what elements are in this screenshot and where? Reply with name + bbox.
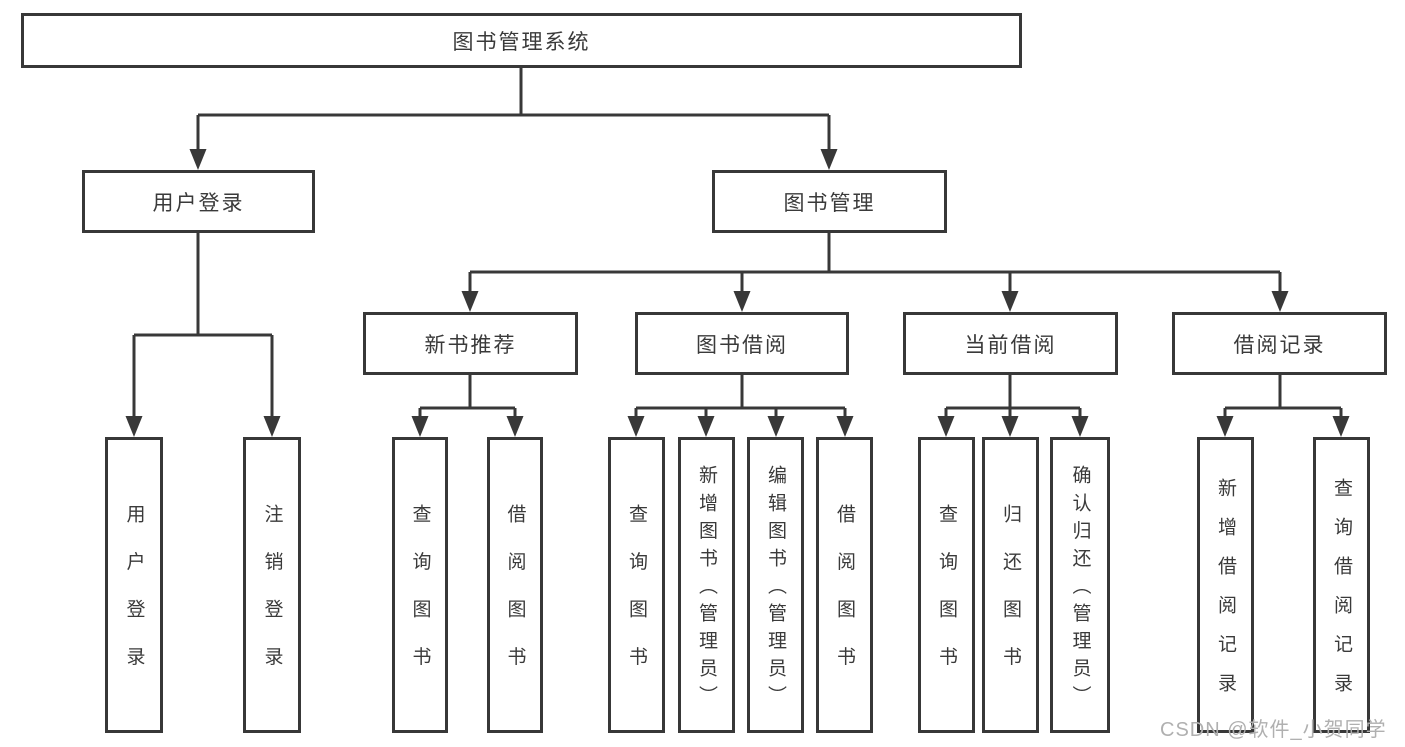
arrowhead-icon xyxy=(189,149,207,170)
arrowhead-icon xyxy=(411,416,429,437)
leaf-label: 查询图书 xyxy=(409,504,431,695)
arrowhead-icon xyxy=(820,149,838,170)
node-current-borrow: 当前借阅 xyxy=(903,312,1118,375)
arrowhead-icon xyxy=(937,416,955,437)
leaf-borrow-books: 借阅图书 xyxy=(816,437,873,733)
node-library-system: 图书管理系统 xyxy=(21,13,1022,68)
leaf-label: 新增借阅记录 xyxy=(1215,478,1236,712)
csdn-watermark: CSDN @软件_小贺同学 xyxy=(1160,719,1387,741)
node-user-login: 用户登录 xyxy=(82,170,315,233)
leaf-label: 查询图书 xyxy=(626,504,647,695)
leaf-query-books-current: 查询图书 xyxy=(918,437,975,733)
node-label: 借阅记录 xyxy=(1233,333,1326,357)
node-new-book-recommend: 新书推荐 xyxy=(363,312,578,375)
leaf-logout: 注销登录 xyxy=(243,437,301,733)
connector-current-borrow-children xyxy=(937,375,1089,437)
leaf-add-book-admin: 新增图书（管理员） xyxy=(678,437,735,733)
node-label: 用户登录 xyxy=(152,191,245,215)
leaf-query-books-borrow: 查询图书 xyxy=(608,437,665,733)
leaf-label: 编辑图书（管理员） xyxy=(765,465,786,714)
node-label: 新书推荐 xyxy=(424,333,517,357)
leaf-query-borrow-record: 查询借阅记录 xyxy=(1313,437,1370,733)
leaf-label: 借阅图书 xyxy=(504,504,526,695)
arrowhead-icon xyxy=(733,291,751,312)
arrowhead-icon xyxy=(461,291,479,312)
arrowhead-icon xyxy=(697,416,715,437)
leaf-label: 确认归还（管理员） xyxy=(1069,465,1091,714)
leaf-label: 借阅图书 xyxy=(834,504,855,695)
arrowhead-icon xyxy=(767,416,785,437)
node-label: 图书借阅 xyxy=(696,333,788,357)
leaf-borrow-books-recommend: 借阅图书 xyxy=(487,437,543,733)
node-book-borrow: 图书借阅 xyxy=(635,312,849,375)
arrowhead-icon xyxy=(1001,416,1019,437)
arrowhead-icon xyxy=(836,416,854,437)
node-borrow-records: 借阅记录 xyxy=(1172,312,1387,375)
node-book-management: 图书管理 xyxy=(712,170,947,233)
arrowhead-icon xyxy=(1071,416,1089,437)
leaf-add-borrow-record: 新增借阅记录 xyxy=(1197,437,1254,733)
arrowhead-icon xyxy=(506,416,524,437)
leaf-label: 查询图书 xyxy=(936,504,957,695)
leaf-user-login: 用户登录 xyxy=(105,437,163,733)
arrowhead-icon xyxy=(1001,291,1019,312)
arrowhead-icon xyxy=(263,416,281,437)
connector-user-login-children xyxy=(125,233,281,437)
leaf-edit-book-admin: 编辑图书（管理员） xyxy=(747,437,804,733)
node-label: 图书管理系统 xyxy=(452,30,591,54)
arrowhead-icon xyxy=(1216,416,1234,437)
connector-book-borrow-children xyxy=(627,375,854,437)
leaf-label: 归还图书 xyxy=(1000,504,1021,695)
leaf-label: 注销登录 xyxy=(261,504,283,695)
arrowhead-icon xyxy=(627,416,645,437)
connector-book-management-children xyxy=(461,233,1289,312)
arrowhead-icon xyxy=(1271,291,1289,312)
node-label: 当前借阅 xyxy=(964,333,1057,357)
arrowhead-icon xyxy=(125,416,143,437)
node-label: 图书管理 xyxy=(783,191,876,215)
connector-borrow-records-children xyxy=(1216,375,1350,437)
leaf-label: 查询借阅记录 xyxy=(1331,478,1352,712)
leaf-label: 新增图书（管理员） xyxy=(696,465,717,714)
leaf-query-books-recommend: 查询图书 xyxy=(392,437,448,733)
arrowhead-icon xyxy=(1332,416,1350,437)
connector-root-to-level2 xyxy=(189,68,838,170)
leaf-label: 用户登录 xyxy=(123,504,145,695)
leaf-confirm-return-admin: 确认归还（管理员） xyxy=(1050,437,1110,733)
connector-new-book-children xyxy=(411,375,524,437)
leaf-return-books: 归还图书 xyxy=(982,437,1039,733)
